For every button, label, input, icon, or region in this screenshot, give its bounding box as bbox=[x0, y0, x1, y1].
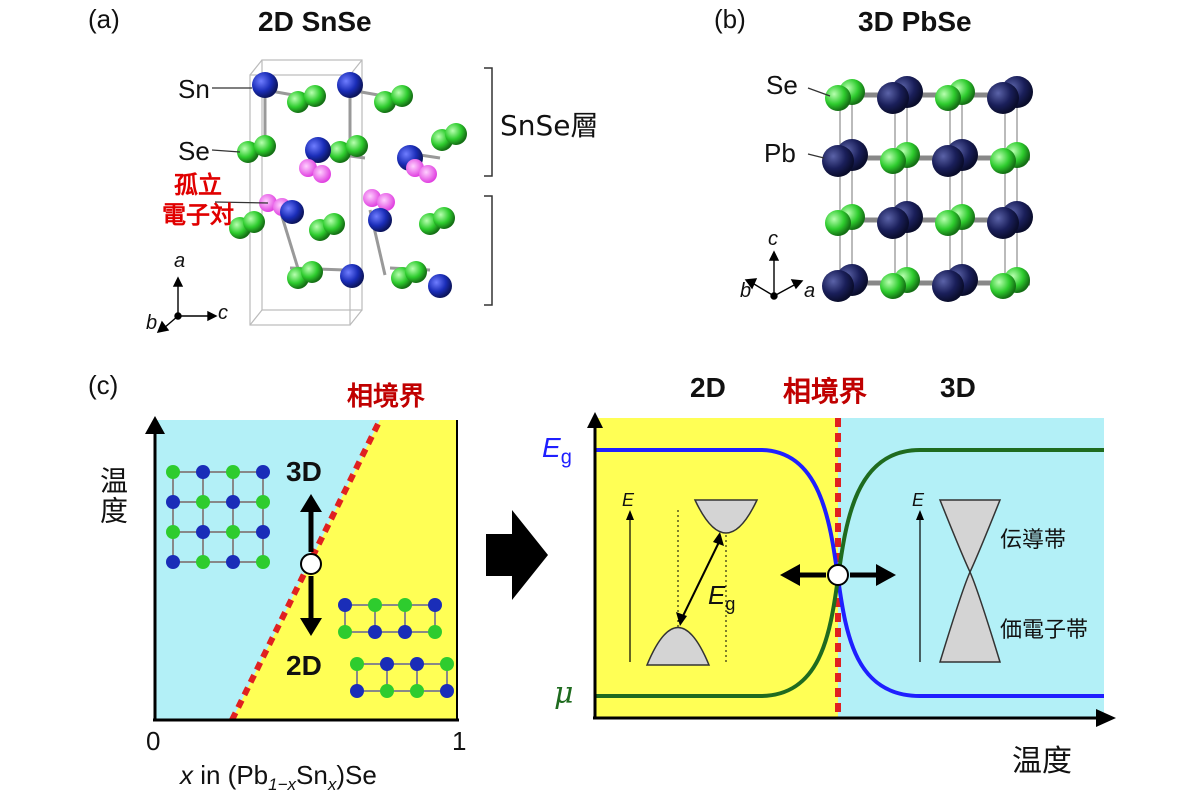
eg-label-sub: g bbox=[560, 446, 572, 469]
x-tick-1: 1 bbox=[452, 726, 467, 756]
x-label-sub-2: x bbox=[327, 775, 337, 795]
big-right-arrow-icon bbox=[486, 510, 548, 600]
transition-arrows bbox=[300, 494, 322, 636]
pbse-atoms bbox=[822, 76, 1033, 302]
axis-label-b: b bbox=[146, 312, 158, 334]
snse-layer-2-atoms bbox=[229, 189, 455, 298]
band-temperature-axis-label: 温度 bbox=[1012, 744, 1072, 779]
band-region-3d-label: 3D bbox=[940, 372, 976, 403]
inset-2d-energy-label: E bbox=[622, 490, 635, 510]
snse-layer-label: SnSe層 bbox=[500, 109, 599, 142]
axis-label-a-b: a bbox=[804, 280, 816, 302]
eg-label-main: E bbox=[542, 432, 561, 463]
x-label-part-1: in (Pb bbox=[193, 760, 269, 790]
layer-bracket bbox=[484, 67, 493, 306]
x-tick-0: 0 bbox=[146, 726, 161, 756]
gap-label-main: E bbox=[708, 580, 726, 610]
mu-axis-label: μ bbox=[554, 676, 574, 711]
lone-pair-label-line2: 電子対 bbox=[162, 201, 234, 229]
x-label-sub-1: 1−x bbox=[268, 775, 297, 795]
valence-band-label: 価電子帯 bbox=[1000, 618, 1089, 643]
transition-point bbox=[300, 553, 322, 575]
band-2d-region bbox=[595, 418, 838, 718]
band-plot bbox=[587, 412, 1116, 727]
phase-3d-region bbox=[155, 420, 380, 720]
temperature-axis-arrowhead bbox=[145, 416, 165, 434]
snse-layer-1-atoms bbox=[237, 72, 467, 183]
x-label-part-5: )Se bbox=[336, 760, 377, 790]
lattice-3d-icon bbox=[166, 465, 270, 569]
phase-2d-region bbox=[232, 420, 457, 720]
transition-point-right bbox=[827, 564, 849, 586]
snse-axes bbox=[156, 276, 218, 333]
x-symbol: x bbox=[180, 760, 193, 790]
phase-boundary-label: 相境界 bbox=[347, 382, 426, 412]
pbse-axes bbox=[744, 250, 804, 300]
panel-c-label: (c) bbox=[88, 370, 119, 400]
gap-label-sub: g bbox=[725, 594, 736, 615]
band-inset-3d bbox=[916, 499, 1002, 663]
phase-region-2d-label: 2D bbox=[286, 650, 322, 681]
lattice-2d-icon bbox=[338, 598, 454, 698]
pbse-structure bbox=[744, 76, 1033, 302]
conduction-band-label: 伝導帯 bbox=[1000, 528, 1067, 553]
snse-structure bbox=[156, 59, 493, 333]
unit-cell-box bbox=[249, 59, 363, 326]
axis-label-b-b: b bbox=[740, 280, 752, 302]
inset-2d-gap-label: Eg bbox=[708, 580, 735, 615]
atom-label-se: Se bbox=[178, 136, 210, 166]
band-region-2d-label: 2D bbox=[690, 372, 726, 403]
panel-b-title: 3D PbSe bbox=[858, 6, 972, 37]
axis-label-c: c bbox=[218, 302, 228, 324]
panel-b-label: (b) bbox=[714, 4, 746, 34]
panel-a-title: 2D SnSe bbox=[258, 6, 372, 37]
lone-pair-label-line1: 孤立 bbox=[174, 171, 222, 199]
temperature-axis-label: 温度 bbox=[96, 466, 129, 526]
eg-axis-label: Eg bbox=[542, 432, 572, 470]
panel-a-label: (a) bbox=[88, 4, 120, 34]
composition-axis-label: x in (Pb1−xSnx)Se bbox=[180, 760, 377, 795]
temperature-axis-right-arrowhead bbox=[1096, 709, 1116, 727]
x-label-part-3: Sn bbox=[296, 760, 328, 790]
phase-region-3d-label: 3D bbox=[286, 456, 322, 487]
transition-arrow-horizontal bbox=[780, 564, 896, 586]
lone-pair-label: 孤立 電子対 bbox=[162, 170, 234, 230]
band-inset-2d bbox=[626, 499, 759, 666]
axis-label-c-b: c bbox=[768, 228, 778, 250]
atom-label-pb: Pb bbox=[764, 138, 796, 168]
phase-diagram bbox=[145, 416, 459, 722]
inset-3d-energy-label: E bbox=[912, 490, 925, 510]
axis-label-a: a bbox=[174, 250, 186, 272]
atom-label-sn: Sn bbox=[178, 74, 210, 104]
atom-label-se-b: Se bbox=[766, 70, 798, 100]
band-boundary-label: 相境界 bbox=[783, 375, 868, 408]
